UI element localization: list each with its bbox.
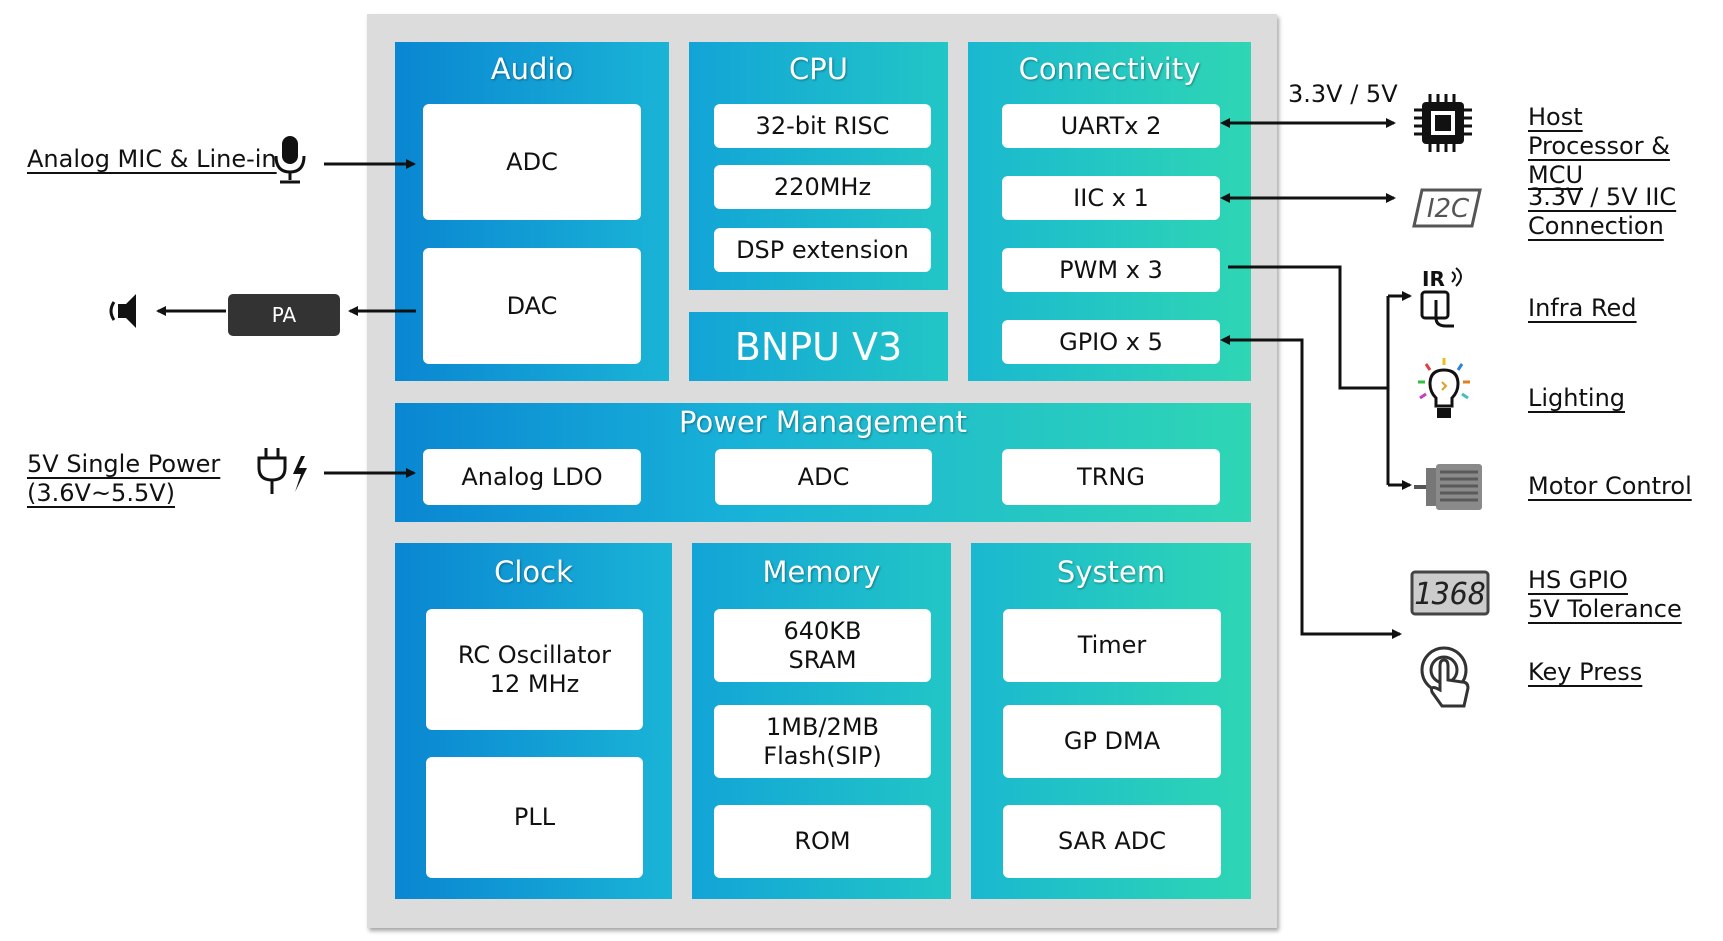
bnpu-block: BNPU V3 <box>689 312 948 381</box>
memory-sram-box: 640KB SRAM <box>714 609 931 682</box>
cpu-freq-box: 220MHz <box>714 165 931 209</box>
system-dma-box: GP DMA <box>1003 705 1221 778</box>
memory-block: Memory 640KB SRAM 1MB/2MB Flash(SIP) ROM <box>692 543 951 899</box>
power-input-line1: 5V Single Power <box>27 450 221 478</box>
system-timer-label: Timer <box>1077 631 1147 660</box>
infrared-label: Infra Red <box>1528 294 1637 322</box>
host-line1: Host <box>1528 103 1583 131</box>
iic-connection-label: 3.3V / 5V IIC Connection <box>1528 183 1676 241</box>
cpu-freq-label: 220MHz <box>773 172 872 201</box>
gpio-line <box>1220 335 1402 639</box>
audio-adc-box: ADC <box>423 104 641 220</box>
cpu-risc-box: 32-bit RISC <box>714 104 931 148</box>
processor-chip-icon <box>1414 94 1472 152</box>
host-label: Host Processor & MCU <box>1528 103 1723 189</box>
hs-gpio-label: HS GPIO 5V Tolerance <box>1528 566 1682 624</box>
memory-sram-line1: 640KB <box>783 616 862 645</box>
lighting-label: Lighting <box>1528 384 1626 412</box>
cpu-dsp-box: DSP extension <box>714 228 931 272</box>
iic-line2: Connection <box>1528 211 1664 240</box>
hs-gpio-line1: HS GPIO <box>1528 566 1628 594</box>
touch-key-icon <box>1420 646 1470 708</box>
bnpu-label: BNPU V3 <box>734 324 903 369</box>
system-title: System <box>1056 555 1166 589</box>
clock-rc-line2: 12 MHz <box>489 669 580 698</box>
conn-uart-label: UARTx 2 <box>1060 111 1162 140</box>
conn-pwm-box: PWM x 3 <box>1002 248 1220 292</box>
memory-title: Memory <box>762 555 881 589</box>
conn-uart-box: UARTx 2 <box>1002 104 1220 148</box>
cpu-risc-label: 32-bit RISC <box>755 111 890 140</box>
power-block: Power Management Analog LDO ADC TRNG <box>395 403 1251 522</box>
key-press-label: Key Press <box>1528 658 1643 686</box>
power-ldo-box: Analog LDO <box>423 449 641 505</box>
mic-label: Analog MIC & Line-in <box>27 145 277 173</box>
conn-iic-label: IIC x 1 <box>1073 183 1149 212</box>
audio-adc-label: ADC <box>506 147 558 176</box>
pwm-line <box>1228 265 1388 390</box>
digital-display-icon: 1368 <box>1410 570 1490 616</box>
audio-title: Audio <box>490 52 574 86</box>
voltage-label: 3.3V / 5V <box>1288 80 1398 108</box>
iic-line1: 3.3V / 5V IIC <box>1528 183 1677 211</box>
pa-block: PA <box>228 294 340 336</box>
clock-pll-box: PLL <box>426 757 643 878</box>
light-bulb-icon <box>1418 358 1470 418</box>
audio-dac-label: DAC <box>506 291 558 320</box>
system-saradc-box: SAR ADC <box>1003 805 1221 878</box>
connectivity-title: Connectivity <box>1018 52 1201 86</box>
motor-icon <box>1414 464 1482 510</box>
conn-gpio-box: GPIO x 5 <box>1002 320 1220 364</box>
power-input-line2: (3.6V~5.5V) <box>27 478 176 507</box>
memory-flash-box: 1MB/2MB Flash(SIP) <box>714 705 931 778</box>
memory-rom-label: ROM <box>794 827 851 856</box>
power-trng-label: TRNG <box>1077 462 1145 491</box>
system-timer-box: Timer <box>1003 609 1221 682</box>
connectivity-block: Connectivity UARTx 2 IIC x 1 PWM x 3 GPI… <box>968 42 1251 381</box>
power-trng-box: TRNG <box>1002 449 1220 505</box>
i2c-icon-text: I2C <box>1427 194 1470 224</box>
motor-label: Motor Control <box>1528 472 1692 500</box>
conn-iic-box: IIC x 1 <box>1002 176 1220 220</box>
cpu-block: CPU 32-bit RISC 220MHz DSP extension <box>689 42 948 290</box>
conn-pwm-label: PWM x 3 <box>1059 255 1163 284</box>
cpu-dsp-label: DSP extension <box>736 235 909 264</box>
hs-gpio-line2: 5V Tolerance <box>1528 594 1682 623</box>
memory-rom-box: ROM <box>714 805 931 878</box>
conn-gpio-label: GPIO x 5 <box>1059 327 1163 356</box>
system-dma-label: GP DMA <box>1063 727 1161 756</box>
power-adc-label: ADC <box>797 462 850 491</box>
power-adc-box: ADC <box>715 449 932 505</box>
audio-block: Audio ADC DAC <box>395 42 669 381</box>
audio-dac-box: DAC <box>423 248 641 364</box>
infrared-icon: IR <box>1420 267 1462 328</box>
speaker-icon <box>109 294 136 328</box>
memory-flash-line1: 1MB/2MB <box>766 712 879 741</box>
memory-flash-line2: Flash(SIP) <box>763 741 882 770</box>
clock-block: Clock RC Oscillator 12 MHz PLL <box>395 543 672 899</box>
memory-sram-line2: SRAM <box>788 645 857 674</box>
power-plug-icon <box>257 448 307 494</box>
clock-pll-label: PLL <box>513 803 556 832</box>
power-title: Power Management <box>679 405 967 439</box>
microphone-icon <box>274 136 306 184</box>
clock-rc-box: RC Oscillator 12 MHz <box>426 609 643 730</box>
system-block: System Timer GP DMA SAR ADC <box>971 543 1251 899</box>
host-line2: Processor & MCU <box>1528 131 1670 189</box>
i2c-icon: I2C <box>1412 188 1482 228</box>
power-ldo-label: Analog LDO <box>461 462 603 491</box>
power-input-label: 5V Single Power (3.6V~5.5V) <box>27 450 220 508</box>
system-saradc-label: SAR ADC <box>1057 827 1167 856</box>
display-icon-digits: 1368 <box>1414 577 1486 612</box>
clock-rc-line1: RC Oscillator <box>457 640 612 669</box>
ir-icon-text: IR <box>1422 267 1445 291</box>
cpu-title: CPU <box>789 52 848 86</box>
clock-title: Clock <box>494 555 573 589</box>
